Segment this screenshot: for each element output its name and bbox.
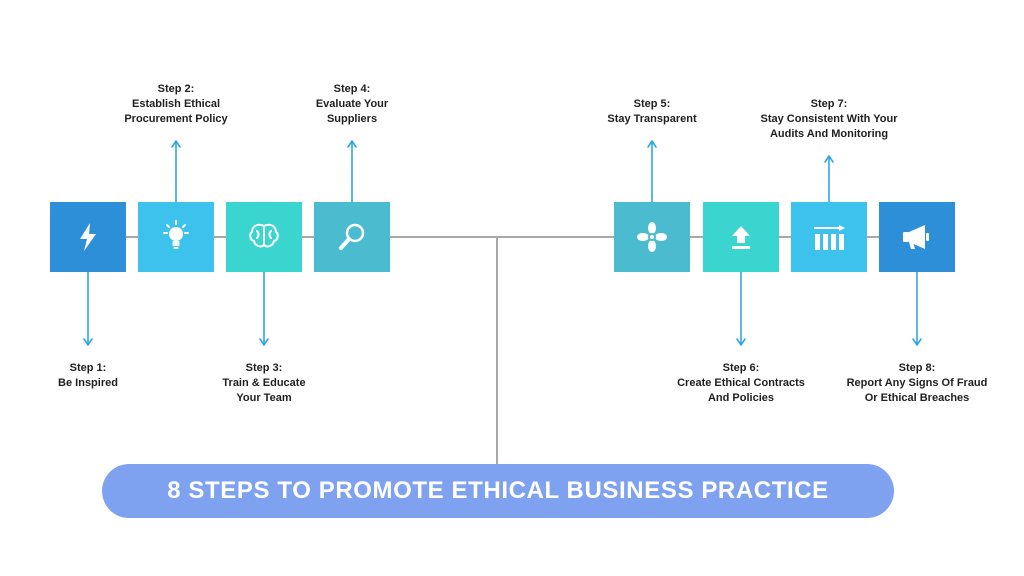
upload-icon [732, 226, 750, 249]
step-2-arrow [171, 140, 181, 202]
step-5-tile [614, 202, 690, 272]
step-8-label: Step 8: Report Any Signs Of Fraud Or Ethic… [827, 361, 1007, 406]
step-1-arrow [83, 272, 93, 346]
magnifier-icon [339, 223, 365, 250]
step-4-tile [314, 202, 390, 272]
step-description-line: And Policies [707, 392, 775, 404]
step-4-arrow [347, 140, 357, 202]
megaphone-icon [903, 225, 929, 249]
step-1-label: Step 1: Be Inspired [0, 361, 178, 391]
step-7-tile [791, 202, 867, 272]
lightbulb-icon [163, 220, 189, 249]
step-description-line: Report Any Signs Of Fraud [846, 377, 988, 389]
step-8-tile [879, 202, 955, 272]
brain-icon [249, 223, 279, 248]
step-title: Step 2: [157, 83, 195, 95]
step-title: Step 5: [633, 98, 671, 110]
step-8-arrow [912, 272, 922, 346]
step-1-tile [50, 202, 126, 272]
step-description-line: Your Team [236, 392, 292, 404]
bar-chart-icon [814, 225, 845, 250]
step-3-tile [226, 202, 302, 272]
step-description-line: Evaluate Your [315, 98, 389, 110]
lightning-icon [80, 223, 96, 251]
title-banner: 8 STEPS TO PROMOTE ETHICAL BUSINESS PRAC… [102, 464, 894, 518]
step-title: Step 8: [898, 362, 936, 374]
step-title: Step 6: [722, 362, 760, 374]
step-2-tile [138, 202, 214, 272]
flower-icon [637, 222, 667, 252]
step-3-arrow [259, 272, 269, 346]
step-title: Step 7: [810, 98, 848, 110]
step-title: Step 4: [333, 83, 371, 95]
step-description-line: Stay Consistent With Your [760, 113, 898, 125]
step-title: Step 3: [245, 362, 283, 374]
step-description-line: Audits And Monitoring [769, 128, 889, 140]
step-5-label: Step 5: Stay Transparent [562, 97, 742, 127]
step-7-arrow [824, 155, 834, 202]
step-description-line: Suppliers [326, 113, 378, 125]
step-5-arrow [647, 140, 657, 202]
step-6-tile [703, 202, 779, 272]
step-description-line: Create Ethical Contracts [677, 377, 805, 389]
step-description-line: Procurement Policy [124, 113, 228, 125]
step-description-line: Train & Educate [222, 377, 306, 389]
step-6-arrow [736, 272, 746, 346]
step-title: Step 1: [69, 362, 107, 374]
step-description-line: Stay Transparent [607, 113, 697, 125]
step-description-line: Be Inspired [58, 377, 118, 389]
step-description-line: Establish Ethical [131, 98, 221, 110]
step-description-line: Or Ethical Breaches [864, 392, 970, 404]
banner-title: 8 STEPS TO PROMOTE ETHICAL BUSINESS PRAC… [167, 477, 829, 504]
